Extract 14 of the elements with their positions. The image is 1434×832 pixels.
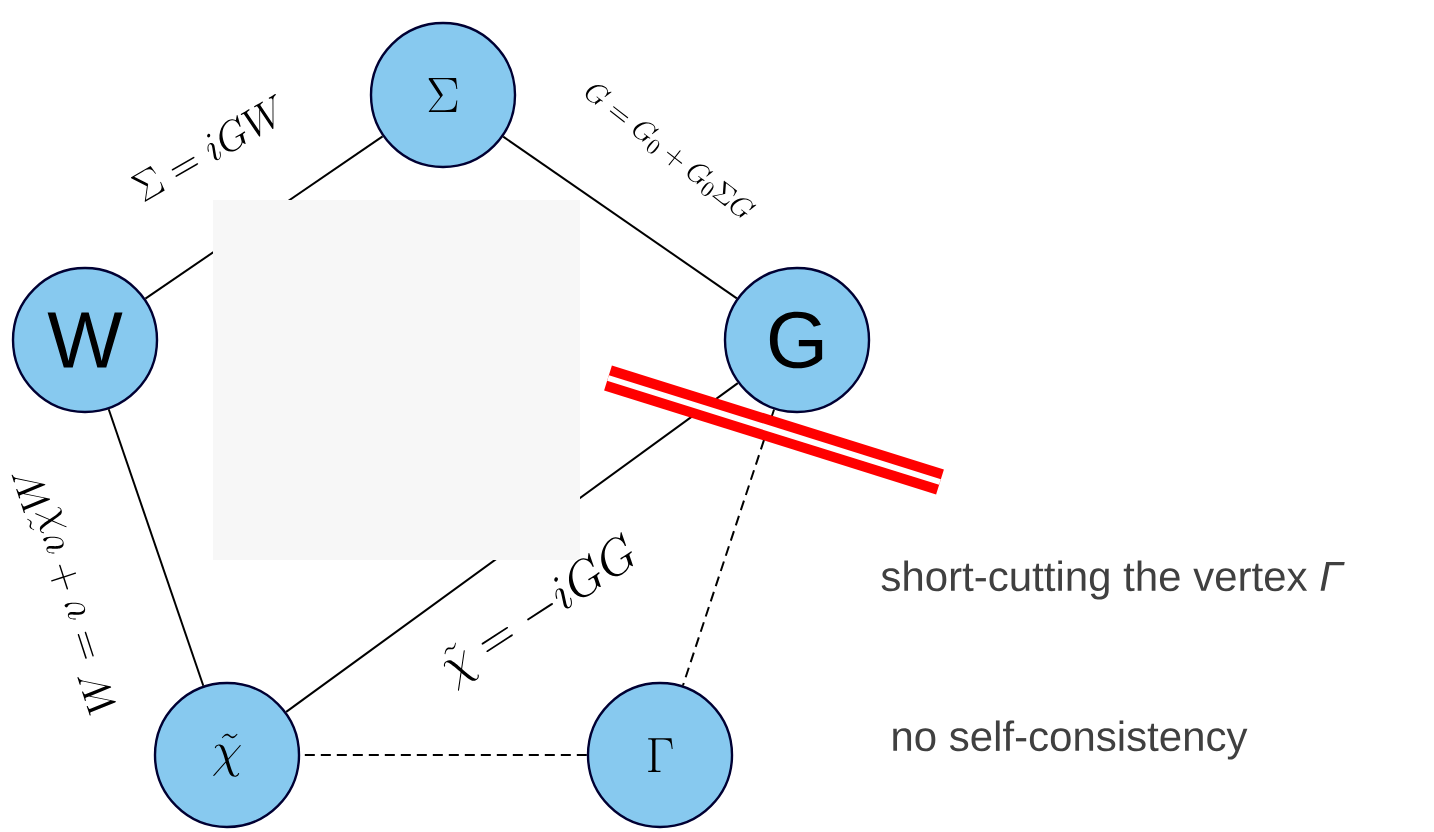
edge-label: $\tilde{\chi} = -iGG$ [430, 529, 650, 695]
circle-node: $\mathrm{W}$ [11, 266, 159, 414]
circle-node: $\Gamma$ [586, 681, 734, 829]
edge-label: $W = v + v\tilde{\chi}W$ [8, 459, 128, 721]
edge-label: $\Sigma = iGW$ [126, 90, 294, 206]
circle-node: $\Sigma$ [369, 21, 517, 169]
connector-line [502, 135, 738, 300]
note-text: short-cutting the vertex Γ [881, 560, 1345, 600]
connector-line [107, 408, 205, 687]
circle-node: $\mathrm{G}$ [723, 266, 871, 414]
note-text: no self-consistency [893, 720, 1248, 760]
edge-label: $G = G_0 + G_0 \Sigma G$ [576, 76, 760, 228]
connector-line [681, 408, 776, 687]
circle-node: $\tilde{\chi}$ [153, 681, 301, 829]
